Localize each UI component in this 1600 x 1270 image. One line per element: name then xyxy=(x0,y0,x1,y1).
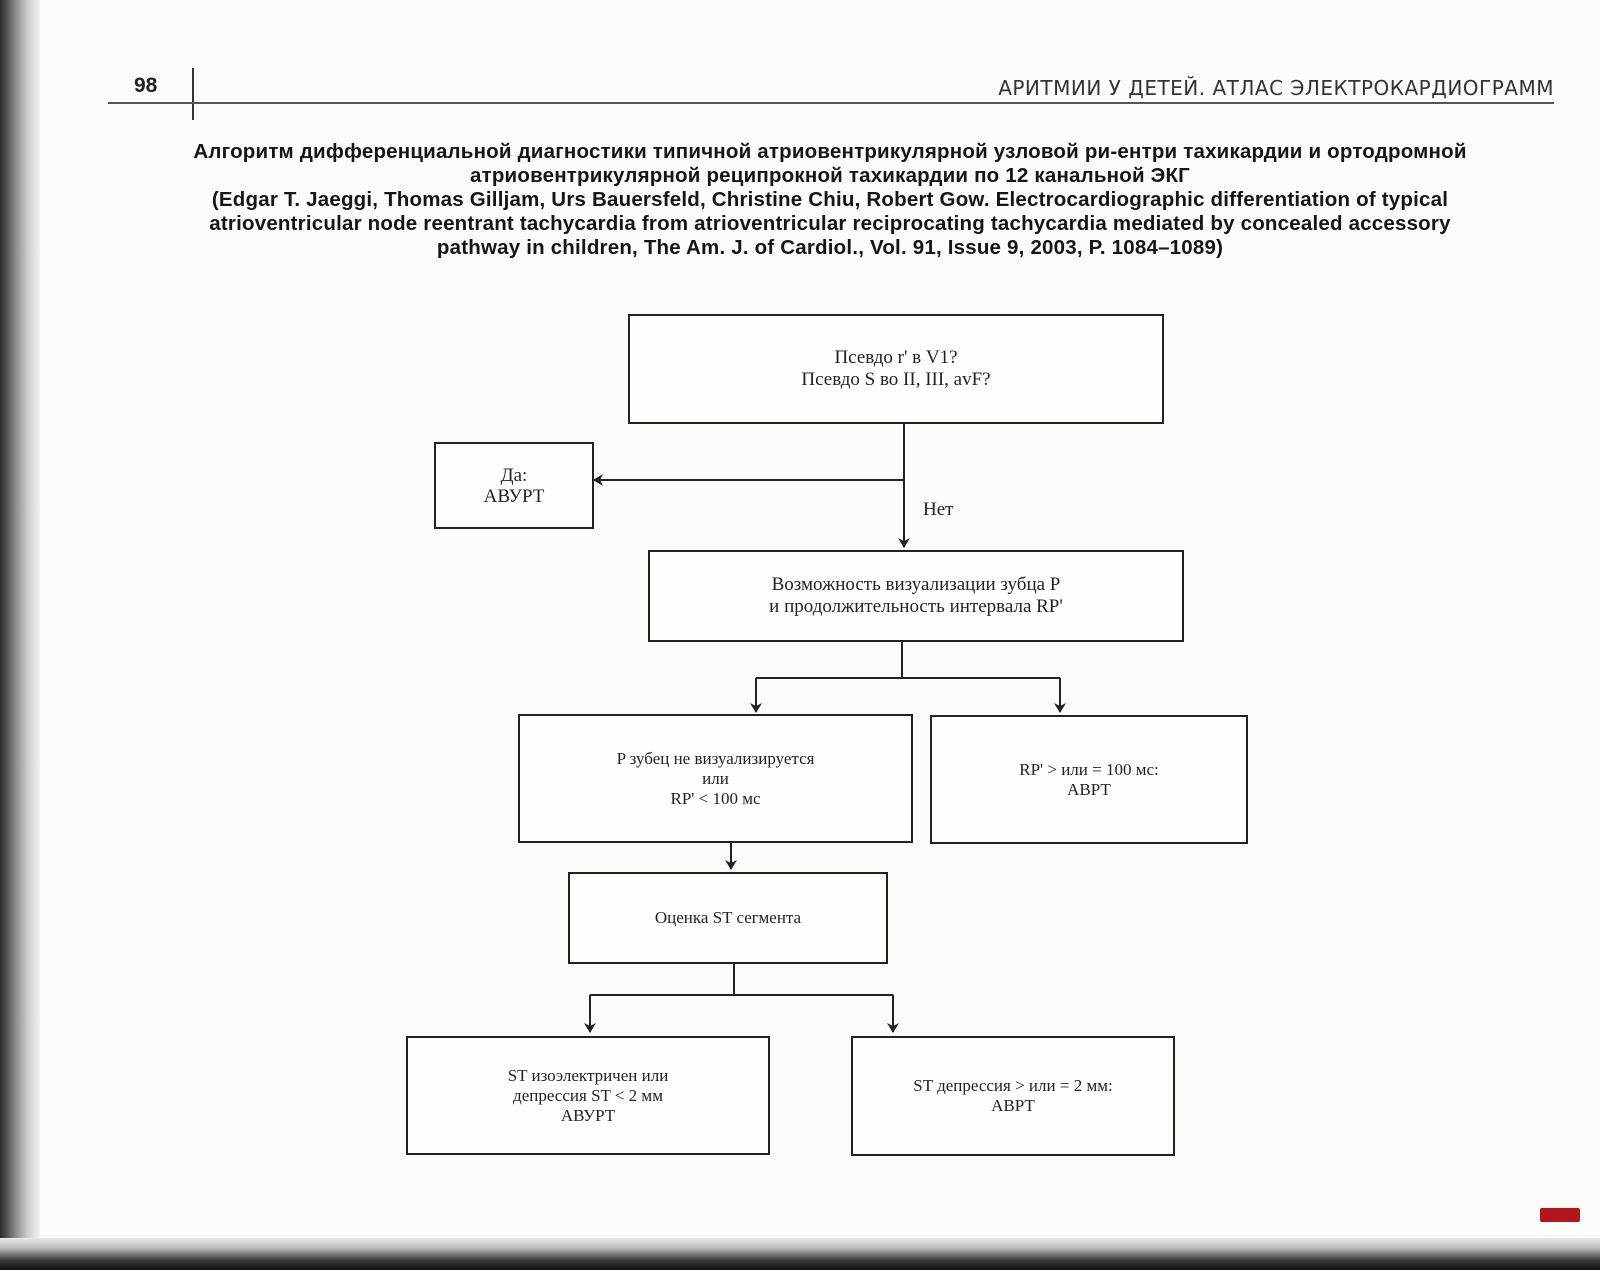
heading-title-line-1: Алгоритм дифференциальной диагностики ти… xyxy=(193,140,1467,163)
st-depression-line-2: АВРТ xyxy=(991,1096,1035,1115)
visualization-line-1: Возможность визуализации зубца P xyxy=(771,574,1061,595)
p-not-visible-line-2: или xyxy=(702,768,729,788)
running-title: АРИТМИИ У ДЕТЕЙ. АТЛАС ЭЛЕКТРОКАРДИОГРАМ… xyxy=(998,76,1554,100)
header-rule xyxy=(108,102,1554,104)
visualization-line-2: и продолжительность интервала RP' xyxy=(769,596,1063,617)
rp-ge-100-line-1: RP' > или = 100 мс: xyxy=(1019,759,1159,779)
page-bottom-edge xyxy=(0,1238,1600,1270)
rp-ge-100-line-2: АВРТ xyxy=(1067,779,1111,799)
heading-citation-line-1: (Edgar T. Jaeggi, Thomas Gilljam, Urs Ba… xyxy=(211,188,1449,211)
st-assessment-box: Оценка ST сегмента xyxy=(568,872,888,964)
st-depression-line-1: ST депрессия > или = 2 мм: xyxy=(913,1076,1113,1095)
page-number: 98 xyxy=(134,74,158,97)
start-question-line-1: Псевдо r' в V1? xyxy=(834,347,958,368)
bookmark-ribbon xyxy=(1540,1208,1580,1222)
heading-title-line-2: атриовентрикулярной реципрокной тахикард… xyxy=(469,164,1190,187)
st-assessment-line-1: Оценка ST сегмента xyxy=(654,908,802,927)
p-not-visible-line-3: RP' < 100 мс xyxy=(670,788,761,808)
p-not-visible-line-1: P зубец не визуализируется xyxy=(616,748,815,768)
st-isoelectric-line-1: ST изоэлектричен или xyxy=(507,1065,669,1085)
figure-heading: Алгоритм дифференциальной диагностики ти… xyxy=(100,140,1560,260)
p-not-visible-box: P зубец не визуализируется или RP' < 100… xyxy=(518,714,913,843)
st-isoelectric-line-3: АВУРТ xyxy=(560,1105,616,1125)
start-question-line-2: Псевдо S во II, III, avF? xyxy=(801,369,991,390)
book-spine xyxy=(0,0,40,1245)
yes-result-box: Да: АВУРТ xyxy=(434,442,594,529)
st-depression-box: ST депрессия > или = 2 мм: АВРТ xyxy=(851,1036,1175,1156)
rp-ge-100-box: RP' > или = 100 мс: АВРТ xyxy=(930,715,1248,844)
start-question-box: Псевдо r' в V1? Псевдо S во II, III, avF… xyxy=(628,314,1164,424)
visualization-box: Возможность визуализации зубца P и продо… xyxy=(648,550,1184,642)
heading-citation-line-3: pathway in children, The Am. J. of Cardi… xyxy=(436,236,1224,259)
st-isoelectric-line-2: депрессия ST < 2 мм xyxy=(513,1085,663,1105)
no-branch-label: Нет xyxy=(923,499,954,520)
header-divider-vertical xyxy=(192,68,194,120)
yes-result-line-2: АВУРТ xyxy=(483,485,545,507)
yes-result-line-1: Да: xyxy=(500,464,528,486)
heading-citation-line-2: atrioventricular node reentrant tachycar… xyxy=(209,212,1451,235)
st-isoelectric-box: ST изоэлектричен или депрессия ST < 2 мм… xyxy=(406,1036,770,1155)
